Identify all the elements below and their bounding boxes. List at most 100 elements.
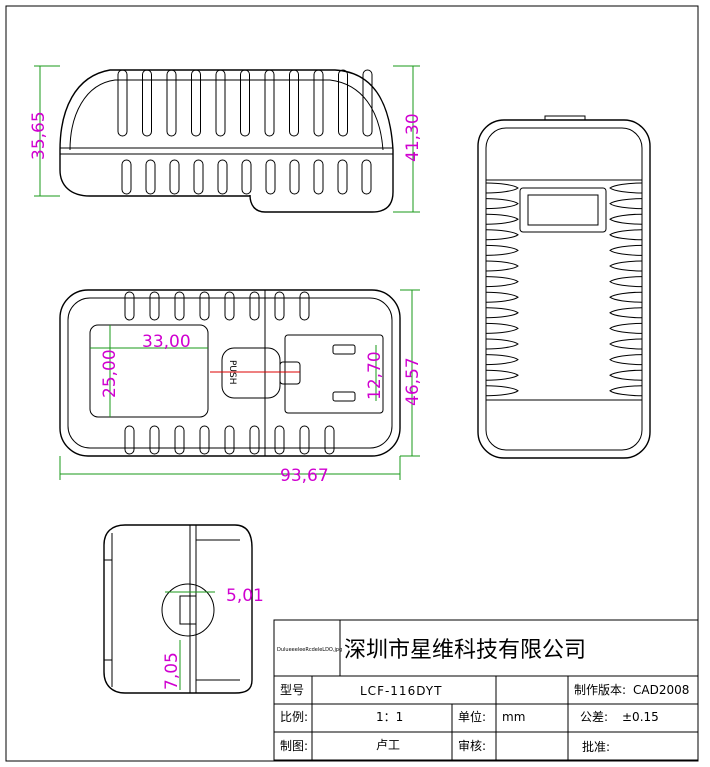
cooling-fin (609, 338, 643, 350)
plug-pin-top (332, 344, 356, 355)
vent-slot (274, 425, 285, 455)
cooling-fin (485, 385, 519, 397)
vent-slot (191, 69, 201, 137)
end-boss-circle (161, 583, 215, 637)
vent-slot (249, 291, 260, 321)
cooling-fin (485, 354, 519, 366)
vent-slot (274, 291, 285, 321)
dim-window-height: 25,00 (100, 349, 120, 398)
side-slots-bottom (121, 159, 372, 195)
end-view: 5,01 7,05 (103, 524, 264, 694)
logo-text: DulueeeleeRcdeleLDO,jpg (277, 647, 342, 653)
vent-slot (199, 291, 210, 321)
side-view: 35,65 41,30 (29, 65, 423, 213)
vent-slot (289, 159, 300, 195)
vent-slot (362, 69, 373, 137)
end-left-lip (103, 559, 113, 661)
front-slots-top (124, 291, 310, 321)
vent-slot (169, 159, 180, 195)
front-outline (59, 289, 401, 457)
vent-slot (264, 69, 275, 137)
side-slots-top (117, 69, 373, 137)
vent-slot (124, 425, 135, 455)
cooling-fin (609, 276, 643, 288)
model-value: LCF-116DYT (360, 684, 442, 698)
plug-cavity (284, 334, 384, 414)
vent-slot (299, 291, 310, 321)
cooling-fin (609, 260, 643, 272)
cooling-fin (485, 369, 519, 381)
cooling-fin (485, 244, 519, 256)
vent-slot (224, 425, 235, 455)
top-view (477, 115, 651, 459)
dim-window-width: 33,00 (142, 332, 191, 352)
dim-front-height: 46,57 (403, 357, 423, 406)
front-inner-outline (67, 297, 393, 449)
vent-slot (121, 159, 132, 195)
company-name: 深圳市星维科技有限公司 (344, 638, 586, 663)
side-inner-contour (69, 79, 384, 151)
vent-slot (299, 425, 310, 455)
cooling-fin (485, 198, 519, 210)
vent-slot (149, 425, 160, 455)
cooling-fin (609, 198, 643, 210)
dim-side-total-height: 41,30 (403, 113, 423, 162)
vent-slot (241, 159, 252, 195)
dim-front-length: 93,67 (280, 466, 329, 486)
vent-slot (174, 291, 185, 321)
vent-slot (324, 425, 335, 455)
vent-slot (124, 291, 135, 321)
cooling-fin (485, 213, 519, 225)
top-tab (544, 115, 586, 121)
dim-end-offset-a: 5,01 (226, 586, 264, 606)
vent-slot (142, 69, 152, 137)
tolerance-label: 公差: (580, 710, 608, 724)
vent-slot (193, 159, 204, 195)
top-inner-outline (485, 127, 643, 451)
cooling-fin (485, 291, 519, 303)
scale-label: 比例: (280, 710, 308, 724)
title-block-border (273, 619, 699, 761)
cooling-fin (609, 213, 643, 225)
drawing-frame (5, 5, 699, 762)
cooling-fin (609, 385, 643, 397)
cooling-fin (609, 307, 643, 319)
dim-end-offset-b: 7,05 (162, 652, 182, 690)
cooling-fin (609, 354, 643, 366)
top-outline (477, 119, 651, 459)
cooling-fin (609, 291, 643, 303)
dim-side-height: 35,65 (29, 111, 49, 160)
cooling-fin (609, 229, 643, 241)
vent-slot (145, 159, 156, 195)
title-block: DulueeeleeRcdeleLDO,jpg 深圳市星维科技有限公司 型号 L… (273, 619, 699, 761)
model-label: 型号 (280, 683, 304, 697)
top-fins-right (609, 182, 643, 397)
cooling-fin (609, 182, 643, 194)
drawn-label: 制图: (280, 739, 308, 753)
drawn-value: 卢工 (376, 737, 400, 752)
label-window (89, 324, 209, 418)
cooling-fin (485, 182, 519, 194)
version-value: CAD2008 (633, 683, 689, 697)
top-fins-left (485, 182, 519, 397)
cooling-fin (609, 244, 643, 256)
cooling-fin (485, 229, 519, 241)
cooling-fin (485, 307, 519, 319)
vent-slot (149, 291, 160, 321)
front-view: PUSH 33,00 25,00 12,70 46,57 93,67 (59, 289, 423, 486)
unit-value: mm (502, 710, 525, 724)
end-outline (103, 524, 253, 694)
cooling-fin (485, 260, 519, 272)
led-window-inner (527, 194, 599, 226)
vent-slot (289, 69, 299, 137)
led-window (519, 187, 607, 233)
vent-slot (338, 69, 348, 137)
dim-plug-width: 12,70 (365, 351, 385, 400)
vent-slot (166, 69, 177, 137)
side-outline (59, 69, 394, 213)
vent-slot (174, 425, 185, 455)
vent-slot (249, 425, 260, 455)
cooling-fin (485, 322, 519, 334)
